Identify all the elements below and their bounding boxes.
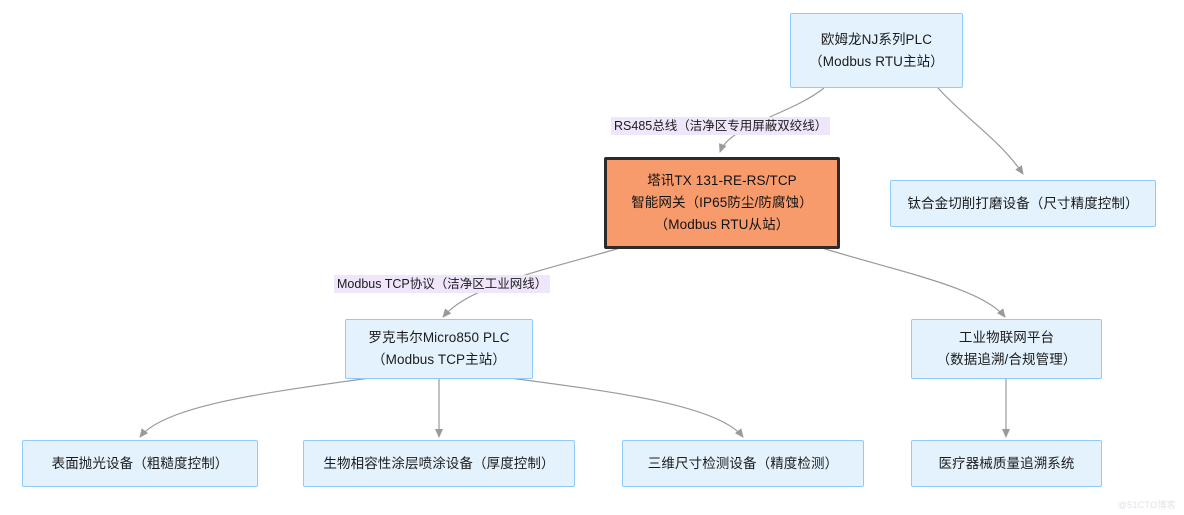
- node-biocompatible-coating-equipment[interactable]: 生物相容性涂层喷涂设备（厚度控制）: [303, 440, 575, 487]
- node-omron-nj-plc-line-1: 欧姆龙NJ系列PLC: [820, 31, 933, 47]
- edge-label-modbus-tcp: Modbus TCP协议（洁净区工业网线）: [334, 275, 551, 293]
- node-three-dimensional-metrology-equipment-line-1: 三维尺寸检测设备（精度检测）: [647, 455, 839, 471]
- node-medical-device-traceability-system[interactable]: 医疗器械质量追溯系统: [911, 440, 1102, 487]
- node-omron-nj-plc[interactable]: 欧姆龙NJ系列PLC （Modbus RTU主站）: [790, 13, 963, 88]
- node-industrial-iot-platform-line-1: 工业物联网平台: [958, 330, 1055, 345]
- node-taxun-gateway[interactable]: 塔讯TX 131-RE-RS/TCP 智能网关（IP65防尘/防腐蚀） （Mod…: [604, 157, 840, 249]
- node-titanium-grinding-equipment[interactable]: 钛合金切削打磨设备（尺寸精度控制）: [890, 180, 1156, 227]
- node-biocompatible-coating-equipment-line-1: 生物相容性涂层喷涂设备（厚度控制）: [323, 455, 555, 471]
- node-surface-polishing-equipment-line-1: 表面抛光设备（粗糙度控制）: [51, 455, 229, 471]
- node-rockwell-micro850-plc-line-1: 罗克韦尔Micro850 PLC: [368, 330, 510, 345]
- node-industrial-iot-platform-line-2: （数据追溯/合规管理）: [936, 352, 1077, 367]
- edge-omron-to-titanium: [937, 87, 1024, 175]
- edge-gateway-to-iiot: [821, 247, 1006, 318]
- node-taxun-gateway-line-3: （Modbus RTU从站）: [654, 217, 790, 232]
- node-rockwell-micro850-plc[interactable]: 罗克韦尔Micro850 PLC （Modbus TCP主站）: [345, 319, 533, 379]
- edge-micro850-to-polishing: [139, 377, 371, 438]
- watermark-text: @51CTO博客: [1117, 500, 1176, 510]
- node-three-dimensional-metrology-equipment[interactable]: 三维尺寸检测设备（精度检测）: [622, 440, 864, 487]
- node-titanium-grinding-equipment-line-1: 钛合金切削打磨设备（尺寸精度控制）: [907, 195, 1139, 211]
- edge-label-rs485: RS485总线（洁净区专用屏蔽双绞线）: [611, 117, 831, 135]
- node-medical-device-traceability-system-line-1: 医疗器械质量追溯系统: [938, 455, 1075, 471]
- node-surface-polishing-equipment[interactable]: 表面抛光设备（粗糙度控制）: [22, 440, 258, 487]
- edge-micro850-to-metrology: [509, 377, 744, 438]
- node-rockwell-micro850-plc-line-2: （Modbus TCP主站）: [372, 352, 506, 367]
- node-omron-nj-plc-line-2: （Modbus RTU主站）: [809, 53, 944, 69]
- node-taxun-gateway-line-2: 智能网关（IP65防尘/防腐蚀）: [631, 195, 813, 210]
- node-industrial-iot-platform[interactable]: 工业物联网平台 （数据追溯/合规管理）: [911, 319, 1102, 379]
- node-taxun-gateway-line-1: 塔讯TX 131-RE-RS/TCP: [647, 173, 797, 188]
